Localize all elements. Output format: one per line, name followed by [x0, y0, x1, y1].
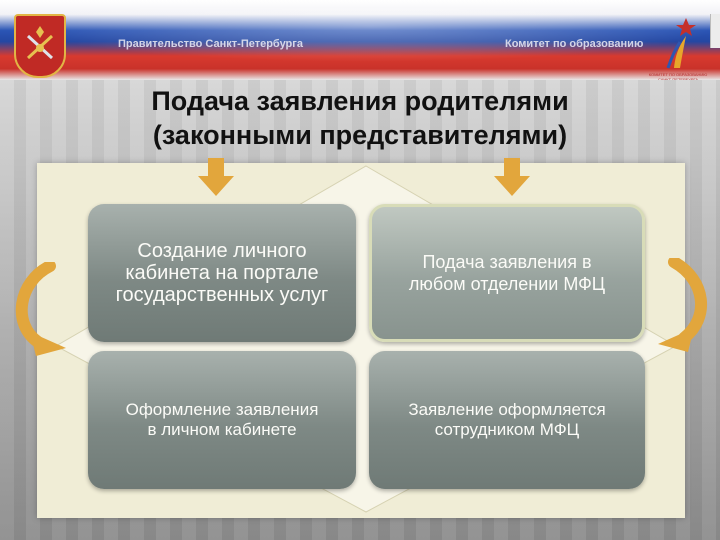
step-mfc-staff: Заявление оформляется сотрудником МФЦ	[369, 351, 645, 489]
government-label: Правительство Санкт-Петербурга	[118, 38, 303, 50]
title-line-1: Подача заявления родителями	[151, 86, 569, 116]
curved-arrow-icon	[15, 262, 66, 356]
corner-tab	[710, 14, 720, 48]
arrow-down-icon	[198, 158, 234, 196]
step-submit-mfc: Подача заявления в любом отделении МФЦ	[369, 204, 645, 342]
step-fill-application: Оформление заявления в личном кабинете	[88, 351, 356, 489]
flag-wave	[0, 8, 720, 68]
step-create-account-text: Создание личного кабинета на портале гос…	[115, 240, 329, 306]
committee-label: Комитет по образованию	[505, 38, 644, 50]
coat-of-arms-icon	[14, 14, 66, 78]
curved-arrow-icon	[658, 258, 708, 352]
arrow-down-icon	[494, 158, 530, 196]
header-banner: Правительство Санкт-Петербурга Комитет п…	[0, 0, 720, 80]
step-mfc-staff-text: Заявление оформляется сотрудником МФЦ	[408, 400, 606, 439]
title-line-2: (законными представителями)	[152, 120, 568, 150]
step-submit-mfc-text: Подача заявления в любом отделении МФЦ	[408, 252, 606, 294]
committee-logo-caption: КОМИТЕТ ПО ОБРАЗОВАНИЮ САНКТ-ПЕТЕРБУРГА	[648, 72, 708, 80]
page-title: Подача заявления родителями (законными п…	[0, 84, 720, 152]
step-fill-application-text: Оформление заявления в личном кабинете	[125, 400, 319, 439]
step-create-account: Создание личного кабинета на портале гос…	[88, 204, 356, 342]
committee-logo-icon: КОМИТЕТ ПО ОБРАЗОВАНИЮ САНКТ-ПЕТЕРБУРГА	[646, 16, 707, 80]
